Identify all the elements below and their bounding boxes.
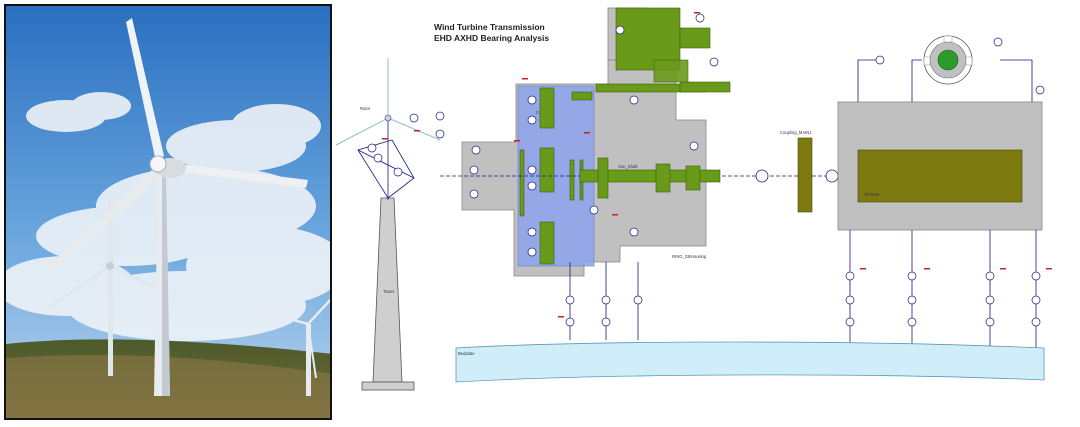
- diagram-title: Wind Turbine Transmission EHD AXHD Beari…: [434, 22, 549, 44]
- bearing-node: [527, 227, 537, 237]
- wind-turbine-photo: [4, 4, 332, 420]
- foundation[interactable]: Bedplate: [455, 341, 1045, 383]
- gearbox-mounts: [565, 262, 643, 340]
- coupling-label: Coupling_MAIN1: [780, 130, 812, 135]
- mount-node: [985, 295, 995, 305]
- bearing-node: [629, 95, 639, 105]
- mount-node: [601, 295, 611, 305]
- bearing-node: [629, 227, 639, 237]
- mount-node: [985, 271, 995, 281]
- generator-mounts: [845, 230, 1041, 348]
- mount-node: [907, 317, 917, 327]
- bearing-node: [527, 115, 537, 125]
- mount-node: [845, 271, 855, 281]
- bearing-node: [527, 165, 537, 175]
- title-line-1: Wind Turbine Transmission: [434, 22, 545, 32]
- bearing-node: [589, 205, 599, 215]
- bearing-node: [469, 165, 479, 175]
- bearing-node: [993, 37, 1003, 47]
- generator-label: GFrame: [864, 192, 880, 197]
- bearing-node: [875, 55, 885, 65]
- mount-node: [565, 295, 575, 305]
- gear-wheel: [685, 165, 701, 191]
- planet-gear: [539, 87, 555, 129]
- marker-node: [367, 143, 377, 153]
- turbine-far-left: [50, 194, 157, 376]
- mount-node: [845, 295, 855, 305]
- marker-node: [435, 129, 445, 139]
- gearbox-bearings: [469, 13, 719, 257]
- coupling[interactable]: Coupling_MAIN1: [755, 130, 839, 213]
- transmission-diagram: Tower Rotor RING_GBHousing CARRIER: [336, 7, 1052, 391]
- output-shaft: [679, 81, 731, 93]
- annotation-marks: [382, 12, 1052, 318]
- high-speed-shaft: [615, 7, 681, 71]
- marker-node: [393, 167, 403, 177]
- bearing-node: [471, 145, 481, 155]
- rotor-hub[interactable]: Rotor: [336, 58, 441, 200]
- gear-wheel: [571, 91, 593, 101]
- bearing-node: [695, 13, 705, 23]
- hs-shaft-tail: [679, 27, 711, 49]
- mount-node: [633, 295, 643, 305]
- mount-node: [565, 317, 575, 327]
- hub-label: Rotor: [360, 106, 371, 111]
- gear-wheel: [597, 157, 609, 199]
- bearing-node: [527, 247, 537, 257]
- mount-node: [845, 317, 855, 327]
- foundation-label: Bedplate: [458, 351, 475, 356]
- turbine-far-right: [263, 298, 330, 396]
- planet-gear: [539, 221, 555, 265]
- mount-node: [1031, 295, 1041, 305]
- marker-node: [373, 153, 383, 163]
- tower-label: Tower: [383, 289, 395, 294]
- clouds: [6, 92, 330, 341]
- ring-gear: [569, 159, 575, 201]
- tower[interactable]: Tower: [361, 197, 415, 391]
- mount-node: [907, 295, 917, 305]
- mount-node: [1031, 317, 1041, 327]
- bearing-node: [527, 95, 537, 105]
- marker-node: [409, 113, 419, 123]
- turbine-main: [48, 18, 308, 396]
- mount-node: [1031, 271, 1041, 281]
- gearbox-label: RING_GBHousing: [672, 254, 707, 259]
- hub-markers: [367, 111, 445, 177]
- mount-node: [907, 271, 917, 281]
- bearing-node: [615, 25, 625, 35]
- title-line-2: EHD AXHD Bearing Analysis: [434, 33, 550, 43]
- bearing-node: [709, 57, 719, 67]
- gear-wheel: [655, 163, 671, 193]
- planet-gear: [539, 147, 555, 193]
- mount-node: [601, 317, 611, 327]
- ring-gear: [519, 149, 525, 217]
- bearing-node: [527, 181, 537, 191]
- generator[interactable]: GFrame: [837, 101, 1043, 231]
- bearing-node: [689, 141, 699, 151]
- mount-node: [985, 317, 995, 327]
- generator-end-view[interactable]: [923, 35, 973, 85]
- sun-shaft-label: Sun_Shaft: [618, 164, 638, 169]
- gear-wheel: [653, 59, 689, 83]
- bearing-node: [469, 189, 479, 199]
- sun-shaft: [579, 169, 721, 183]
- marker-node: [435, 111, 445, 121]
- bearing-node: [1035, 85, 1045, 95]
- shafts: [571, 7, 731, 199]
